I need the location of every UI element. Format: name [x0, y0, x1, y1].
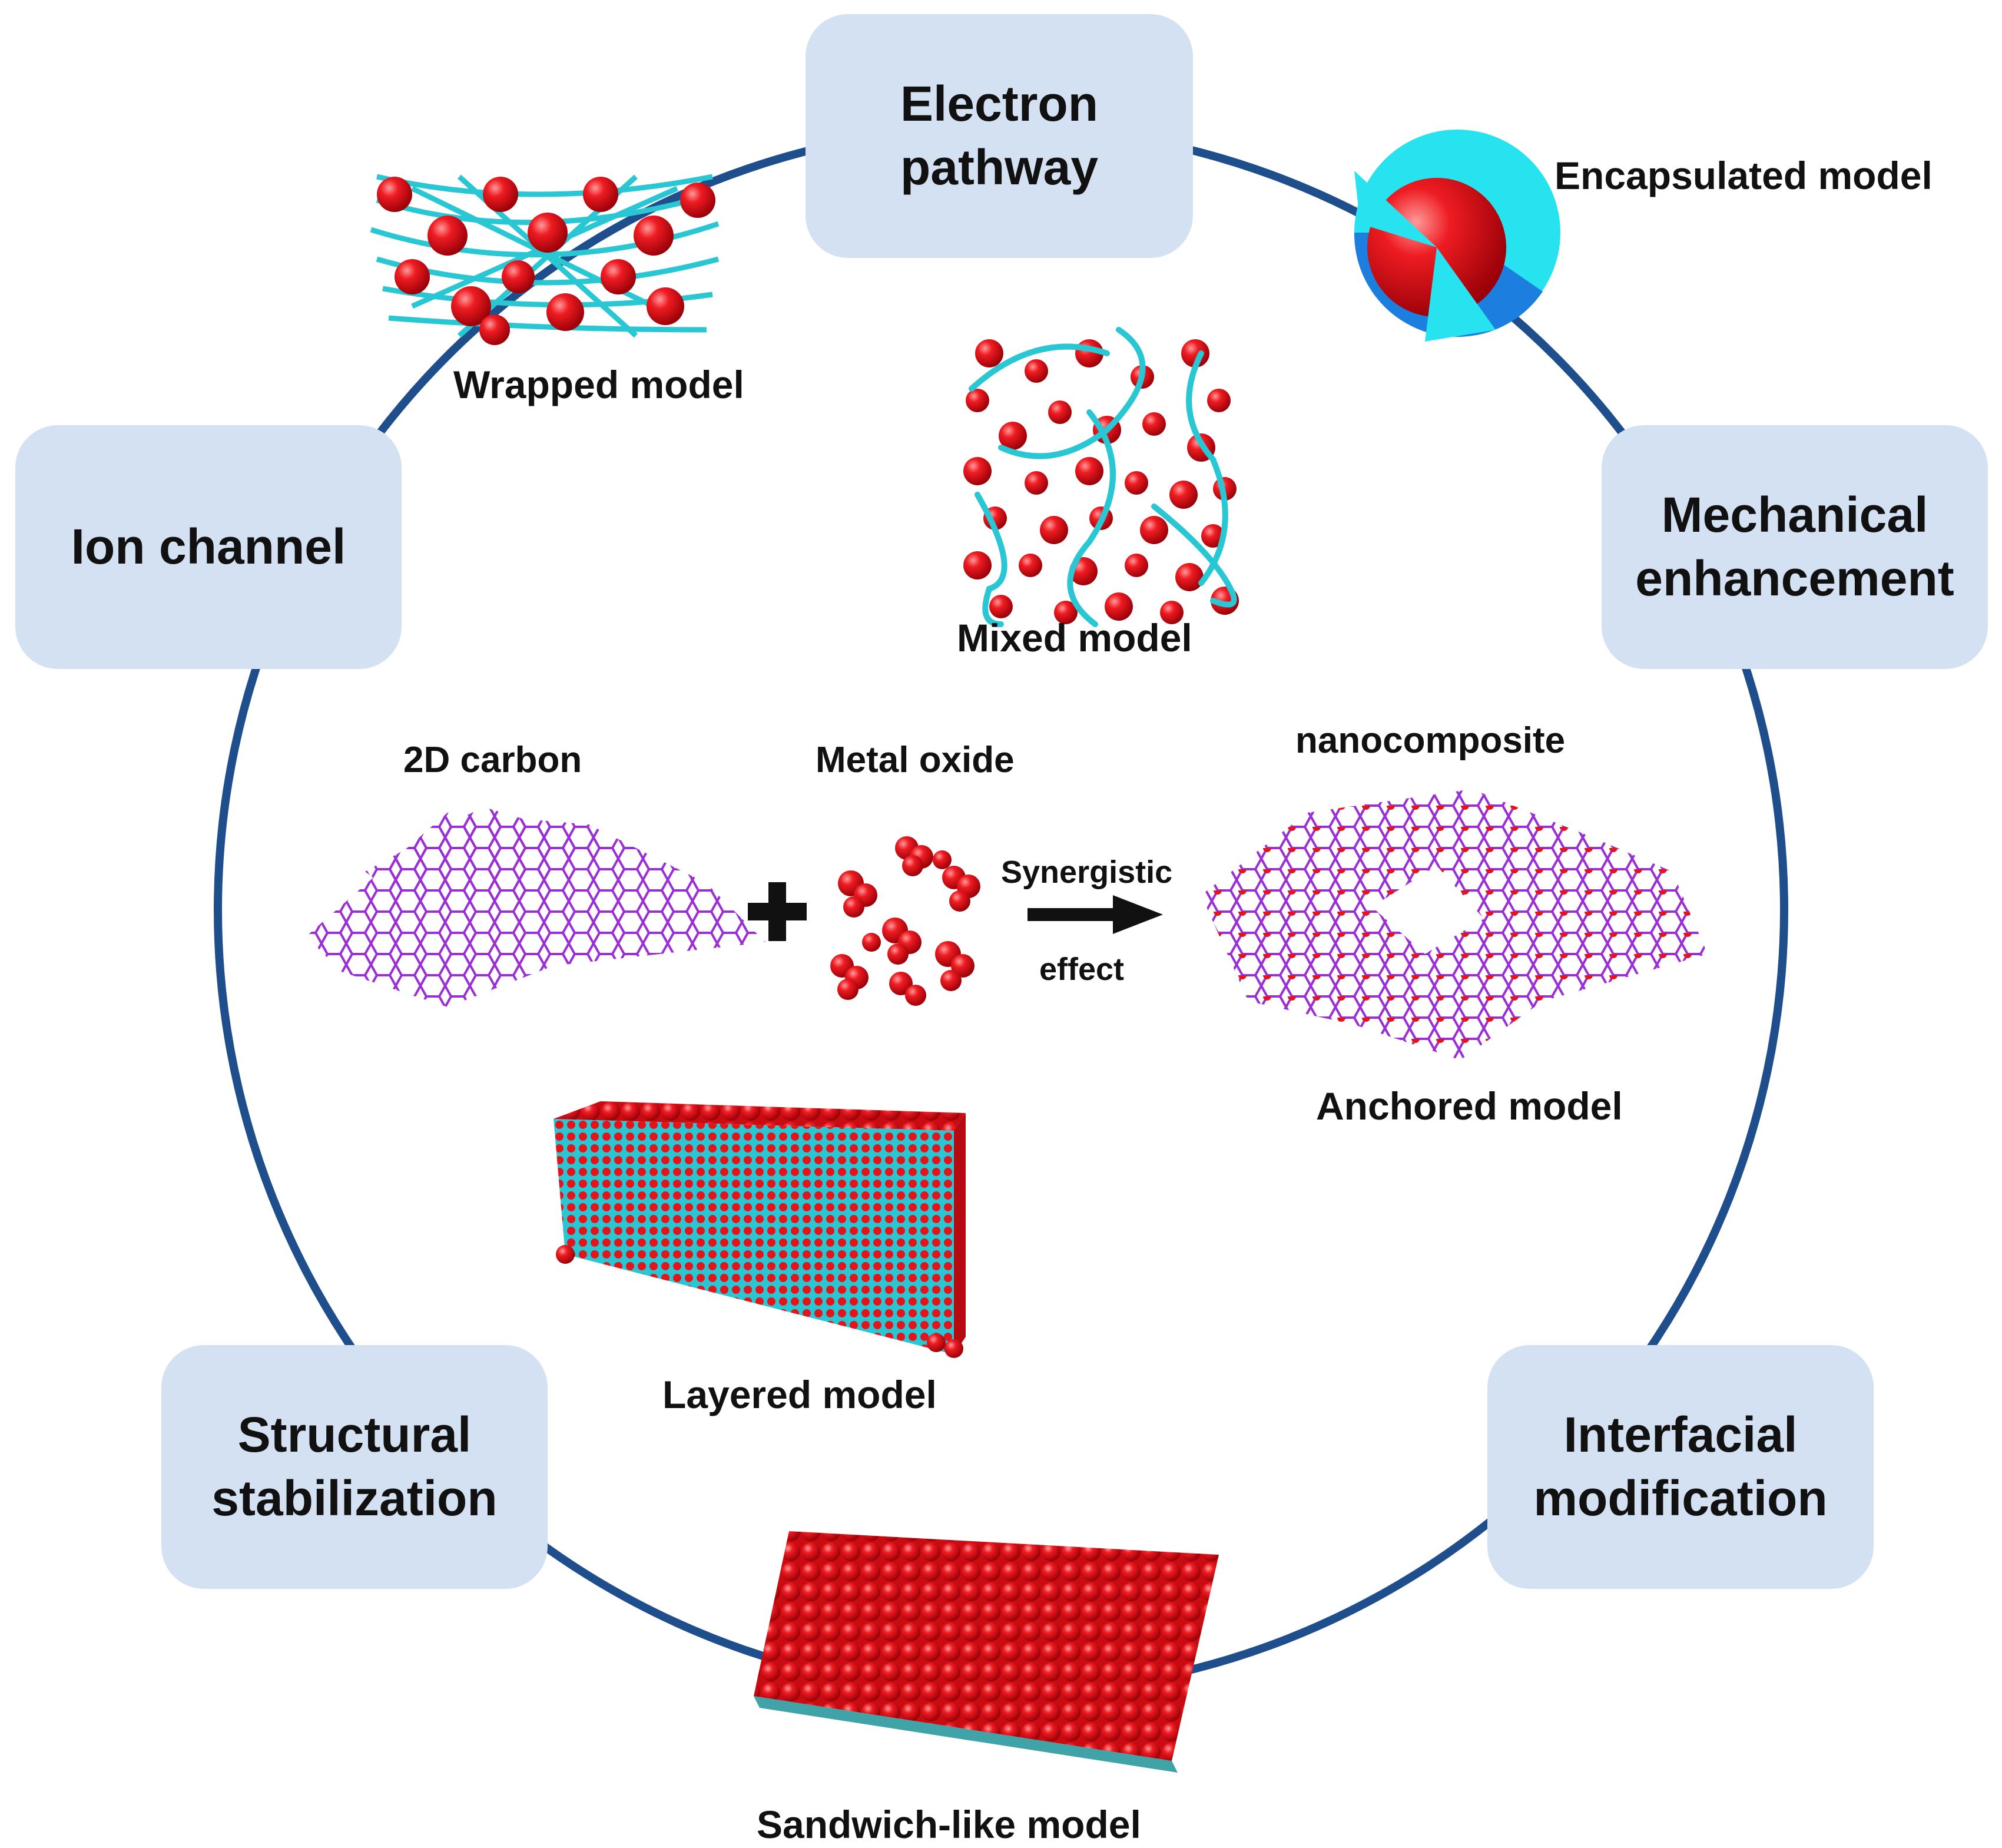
mechanical-enhancement-box: Mechanical enhancement	[1602, 425, 1988, 669]
nanocomposite-label: nanocomposite	[1295, 720, 1566, 761]
sandwich-model-graphic	[754, 1531, 1219, 1773]
anchored-model-label: Anchored model	[1316, 1084, 1623, 1128]
arrow-icon	[1027, 895, 1163, 934]
plus-icon	[748, 882, 807, 941]
structural-stabilization-box: Structural stabilization	[161, 1345, 548, 1589]
electron-pathway-box: Electron pathway	[806, 14, 1193, 258]
ion-channel-box: Ion channel	[15, 425, 402, 669]
wrapped-model-graphic	[370, 174, 720, 345]
encapsulated-model-label: Encapsulated model	[1554, 154, 1933, 197]
metal-oxide-graphic	[830, 836, 980, 1006]
nanocomposite-graphic	[1201, 789, 1708, 1060]
mixed-model-label: Mixed model	[957, 616, 1192, 660]
synergistic-label: Synergistic	[1001, 855, 1173, 890]
sandwich-model-label: Sandwich-like model	[757, 1803, 1141, 1846]
metal-oxide-label: Metal oxide	[816, 740, 1015, 780]
layered-model-label: Layered model	[662, 1373, 937, 1416]
effect-label: effect	[1039, 952, 1125, 987]
carbon-label: 2D carbon	[403, 740, 582, 780]
interfacial-modification-box: Interfacial modification	[1487, 1345, 1874, 1589]
mixed-model-graphic	[963, 327, 1239, 627]
wrapped-model-label: Wrapped model	[453, 363, 744, 406]
carbon-sheet-graphic	[306, 807, 765, 1007]
encapsulated-model-graphic	[1354, 130, 1560, 342]
layered-model-graphic	[553, 1101, 966, 1358]
